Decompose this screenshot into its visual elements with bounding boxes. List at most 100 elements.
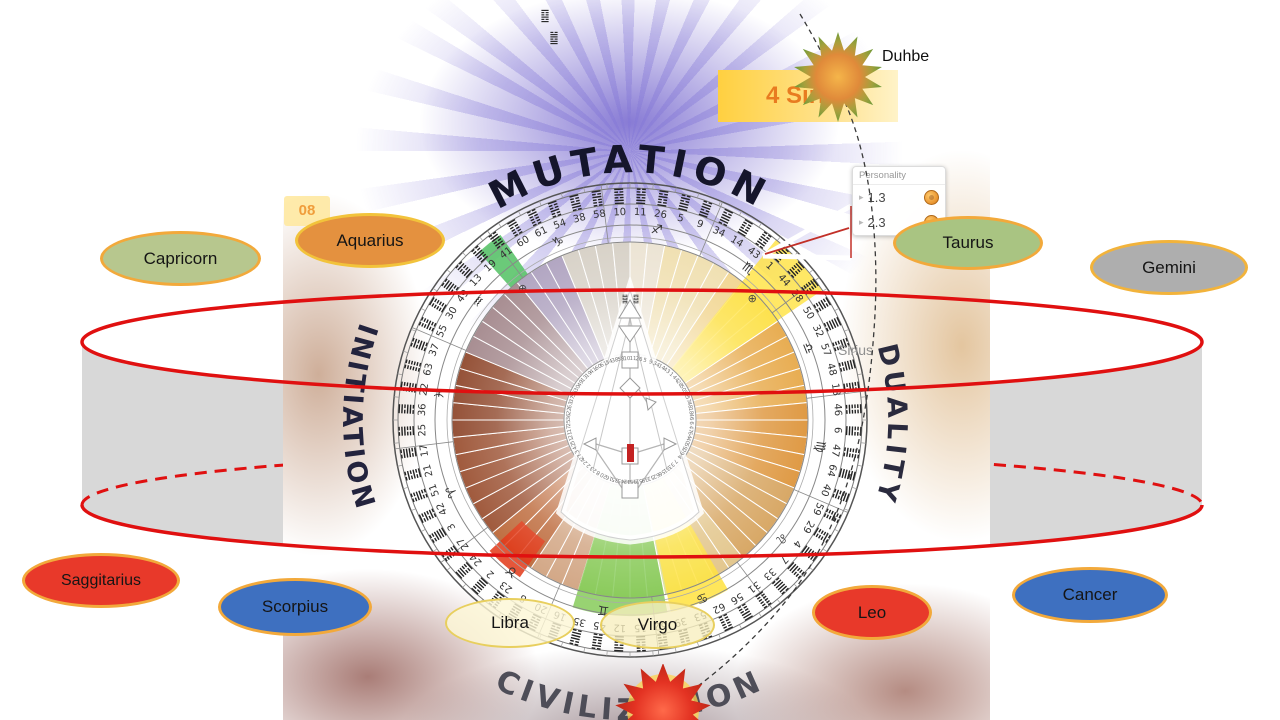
gate-number: 34 <box>711 225 727 240</box>
gate-number: 22 <box>418 382 431 396</box>
outer-tick <box>432 548 438 552</box>
inner-gate-number: 16 <box>605 473 614 481</box>
star-burst-shape <box>794 32 882 122</box>
outer-tick <box>397 373 403 376</box>
star-burst-shape <box>615 664 711 720</box>
corner-badge-text: 08 <box>298 202 316 219</box>
inner-gate-number: 12 <box>623 478 630 484</box>
zodiac-oval-cancer: Cancer <box>1012 567 1168 623</box>
cusp-line <box>394 441 454 450</box>
personality-panel-title: Personality <box>853 167 945 185</box>
hexagram-icon <box>838 359 856 372</box>
hexagram-icon <box>832 488 850 503</box>
hexagram-icon <box>428 297 447 313</box>
duhbe-label-text: Duhbe <box>882 48 930 65</box>
inner-gate-number: 45 <box>617 477 625 484</box>
hexagram-icon <box>398 426 415 436</box>
hexagram-icon <box>400 447 417 459</box>
inner-gate-number: 8 <box>595 469 602 476</box>
outer-tick <box>410 328 416 332</box>
outer-tick <box>793 583 798 588</box>
zodiac-oval-label: Cancer <box>1062 585 1118 604</box>
inner-gate-number: 39 <box>640 475 649 483</box>
inner-gate-number: 62 <box>652 471 661 479</box>
hexagram-icon <box>471 577 489 595</box>
outer-tick <box>718 200 722 206</box>
inner-gate-number: 2 <box>586 462 593 469</box>
activated-channel-mark <box>627 444 634 462</box>
inner-gate-number: 3 <box>574 448 581 455</box>
hexagram-icon <box>569 194 582 212</box>
zodiac-oval-label: Capricorn <box>143 248 218 268</box>
personality-value: 2.3 <box>867 215 886 230</box>
gate-number: 3 <box>446 521 459 532</box>
root-center <box>621 481 639 499</box>
spleen-center <box>582 437 597 451</box>
zodiac-oval-label: Virgo <box>637 615 678 634</box>
inner-gate-number: 24 <box>580 456 589 466</box>
chevron-icon: ▸ <box>859 192 864 203</box>
hexagram-icon <box>845 426 862 436</box>
outer-tick <box>739 624 743 630</box>
outer-tick <box>844 508 850 512</box>
outer-tick <box>776 236 781 241</box>
inner-gate-number: 63 <box>567 401 575 410</box>
zodiac-oval-label: Saggitarius <box>60 571 142 589</box>
zodiac-oval-label: Libra <box>491 613 529 632</box>
outer-tick <box>462 583 467 588</box>
hexagram-icon <box>678 194 691 212</box>
outer-tick <box>758 612 762 618</box>
hexagram-icon <box>838 468 856 481</box>
hexagram-icon <box>813 297 832 313</box>
zodiac-oval-libra: Libra <box>445 598 575 648</box>
zodiac-oval-label: Scorpius <box>261 597 329 616</box>
outer-tick <box>446 269 451 274</box>
aquarius-glyph-icon: ♒ <box>470 293 489 311</box>
hexagram-icon <box>418 508 437 524</box>
hexagram-icon <box>404 359 422 372</box>
gate-number: 64 <box>824 463 838 478</box>
outer-tick <box>857 464 863 467</box>
cusp-line <box>600 184 609 244</box>
gate-number: 18 <box>829 382 842 396</box>
hexagram-icon <box>418 316 437 332</box>
gate-number: 21 <box>422 463 436 478</box>
hexagram-icon <box>569 628 582 646</box>
duhbe-label: Duhbe <box>882 48 929 66</box>
zodiac-oval-label: Aquarius <box>336 230 404 250</box>
hexagram-icon <box>614 188 624 205</box>
hexagram-icon <box>398 404 415 414</box>
hexagram-icon <box>737 218 753 237</box>
gate-number: 2 <box>485 568 497 580</box>
gate-number: 4 <box>790 538 803 550</box>
hexagram-icon <box>455 561 473 579</box>
hexagram-icon <box>550 31 558 45</box>
hexagram-icon <box>400 381 417 393</box>
inner-gate-number: 17 <box>566 425 573 433</box>
hexagram-icon <box>843 447 860 459</box>
hexagram-icon <box>718 208 734 227</box>
inner-gate-number: 56 <box>656 468 666 477</box>
inner-gate-number: 20 <box>599 471 608 480</box>
outer-tick <box>674 187 677 193</box>
gate-number: 14 <box>728 234 745 250</box>
hexagram-icon <box>591 190 603 207</box>
personality-pointer-wedge <box>761 203 853 261</box>
outer-tick <box>462 252 467 257</box>
gate-number: 59 <box>810 501 825 517</box>
gate-number: 5 <box>676 213 685 225</box>
zodiac-oval-aquarius: Aquarius <box>295 213 445 268</box>
inner-gate-number: 35 <box>611 475 620 483</box>
outer-tick <box>739 210 743 216</box>
zodiac-oval-label: Leo <box>857 602 887 622</box>
outer-tick <box>697 641 700 647</box>
hexagram-icon <box>813 527 832 543</box>
hexagram-icon <box>526 208 542 227</box>
personality-value: 1.3 <box>867 190 886 205</box>
outer-tick <box>479 236 484 241</box>
outer-tick <box>397 464 403 467</box>
word-mutation-text: MUTATION <box>482 137 772 218</box>
inner-gate-number: 51 <box>569 436 577 445</box>
inner-gate-number: 27 <box>576 451 585 461</box>
